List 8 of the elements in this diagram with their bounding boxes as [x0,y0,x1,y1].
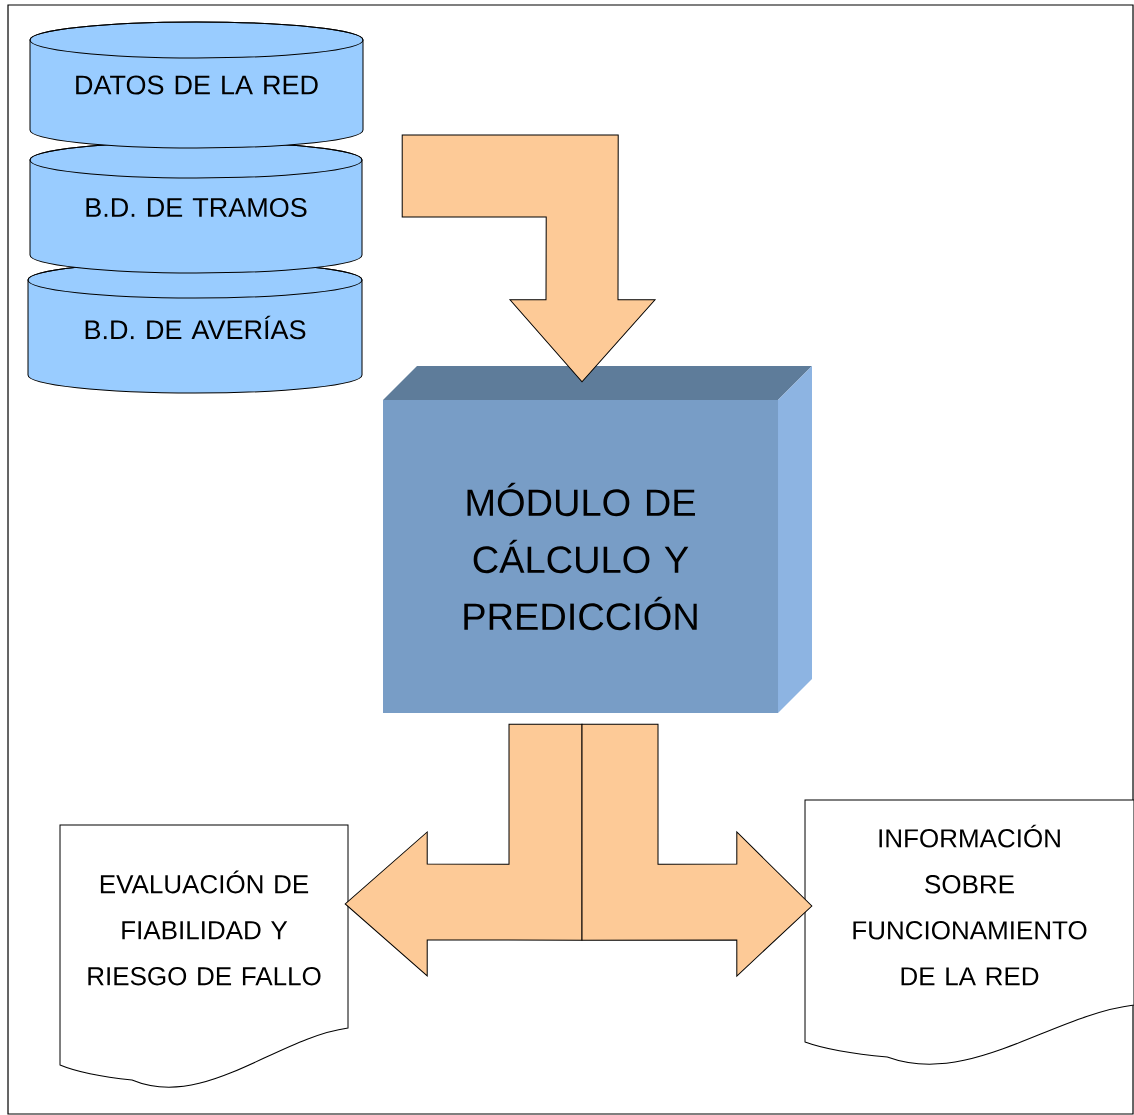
database-cylinder: B.D. DE TRAMOS [29,141,363,274]
node-label: INFORMACIÓN SOBRE FUNCIONAMIENTO DE LA RED [853,824,1087,986]
database-cylinder: B.D. DE AVERÍAS [27,261,363,394]
block-arrow [581,723,813,977]
database-cylinder: DATOS DE LA RED [29,21,364,149]
module-box: MÓDULO DE CÁLCULO Y PREDICCIÓN [383,366,812,713]
block-arrow [344,723,583,977]
block-arrow [401,134,656,383]
